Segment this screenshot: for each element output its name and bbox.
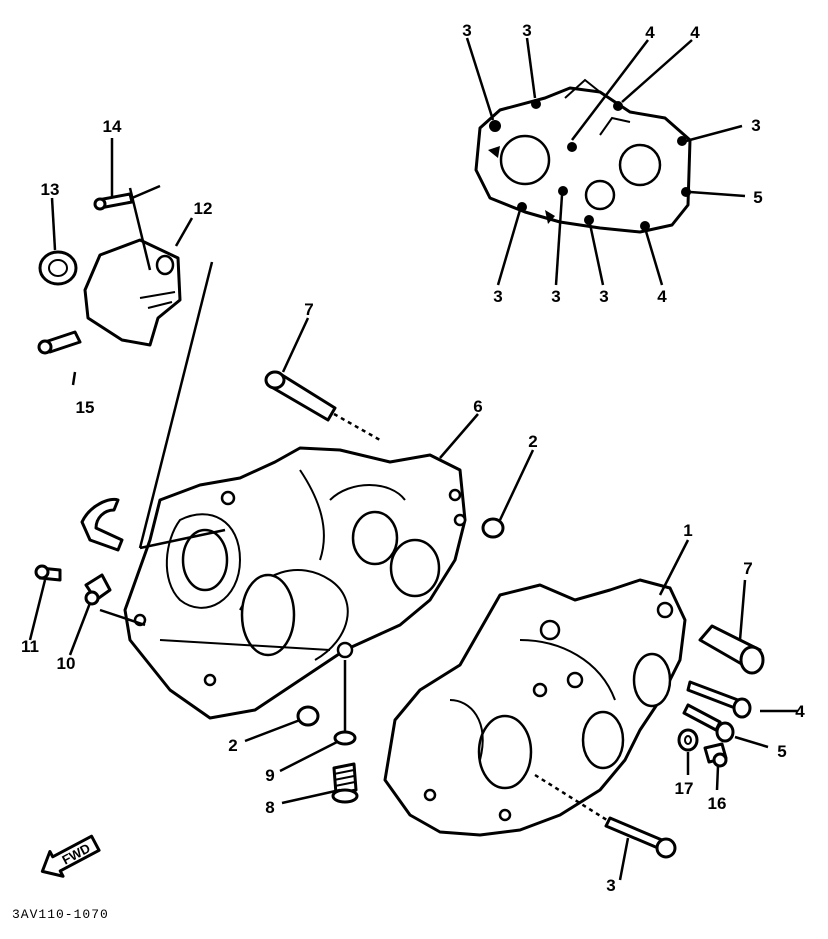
callout-10: 10 bbox=[57, 654, 76, 673]
callout-3: 3 bbox=[493, 287, 502, 306]
callout-11: 11 bbox=[21, 637, 39, 656]
part-9-washer bbox=[333, 730, 357, 746]
callout-9: 9 bbox=[265, 766, 274, 785]
part-7-dowel-upper bbox=[264, 370, 381, 442]
callout-2: 2 bbox=[228, 736, 237, 755]
part-3-bolt bbox=[604, 816, 677, 859]
inset-crankcase-view bbox=[474, 78, 692, 234]
part-12-holder bbox=[83, 238, 182, 347]
callout-5: 5 bbox=[777, 742, 786, 761]
callout-3: 3 bbox=[462, 21, 471, 40]
callout-12: 12 bbox=[194, 199, 213, 218]
leader-lines bbox=[28, 37, 747, 881]
part-8-drain-bolt bbox=[331, 762, 359, 804]
callout-3: 3 bbox=[751, 116, 760, 135]
callout-2: 2 bbox=[528, 432, 537, 451]
diagram-code: 3AV110-1070 bbox=[12, 907, 109, 922]
callout-5: 5 bbox=[753, 188, 762, 207]
callout-1: 1 bbox=[683, 521, 692, 540]
part-17-washer bbox=[677, 728, 699, 752]
callout-7: 7 bbox=[304, 300, 313, 319]
callout-4: 4 bbox=[795, 702, 805, 721]
callout-3: 3 bbox=[551, 287, 560, 306]
part-5-bolt bbox=[682, 703, 769, 749]
part-1-right-crankcase bbox=[383, 578, 687, 837]
part-15-screw bbox=[37, 330, 82, 355]
callout-3: 3 bbox=[606, 876, 615, 895]
callout-17: 17 bbox=[675, 779, 694, 798]
part-16-bolt bbox=[703, 742, 728, 768]
callout-labels: 3 3 4 4 3 5 3 3 3 4 14 13 12 15 7 6 2 11… bbox=[21, 21, 805, 895]
part-14-pin bbox=[93, 184, 161, 211]
part-2-dowel-lower bbox=[296, 705, 320, 727]
callout-4: 4 bbox=[645, 23, 655, 42]
callout-4: 4 bbox=[657, 287, 667, 306]
part-2-dowel-upper bbox=[481, 517, 505, 539]
callout-3: 3 bbox=[599, 287, 608, 306]
part-4-bolt bbox=[686, 680, 798, 719]
callout-14: 14 bbox=[103, 117, 122, 136]
fwd-direction-arrow: FWD bbox=[40, 834, 101, 878]
callout-16: 16 bbox=[708, 794, 727, 813]
callout-8: 8 bbox=[265, 798, 274, 817]
part-10-bracket bbox=[80, 497, 124, 606]
callout-13: 13 bbox=[41, 180, 60, 199]
callout-7: 7 bbox=[743, 559, 752, 578]
part-6-left-crankcase bbox=[123, 446, 467, 720]
callout-6: 6 bbox=[473, 397, 482, 416]
callout-3: 3 bbox=[522, 21, 531, 40]
callout-15: 15 bbox=[76, 398, 95, 417]
part-11-bolt bbox=[34, 564, 62, 582]
part-7-dowel-lower bbox=[698, 624, 765, 675]
callout-4: 4 bbox=[690, 23, 700, 42]
part-13-cap bbox=[38, 250, 78, 286]
